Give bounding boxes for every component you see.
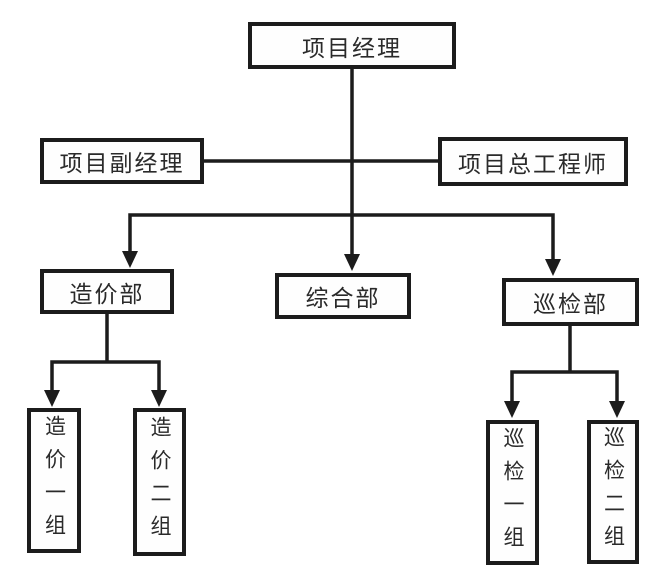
node-inspection-group-2: 巡检二组 [587, 420, 639, 564]
arrowhead-to-cost-dept [122, 251, 138, 268]
arrowhead-to-inspection-dept [545, 259, 561, 276]
node-cost-dept: 造价部 [40, 269, 174, 314]
node-general-dept: 综合部 [275, 273, 411, 319]
node-project-manager-label: 项目经理 [302, 34, 402, 61]
node-inspection-group-1: 巡检一组 [486, 420, 539, 565]
node-cost-dept-label: 造价部 [69, 280, 145, 307]
node-inspection-group-1-label: 巡检一组 [501, 426, 524, 559]
node-project-manager: 项目经理 [248, 22, 456, 69]
node-chief-engineer-label: 项目总工程师 [458, 150, 608, 177]
node-deputy-project-manager-label: 项目副经理 [59, 150, 185, 176]
arrowhead-to-cost-group-1 [44, 390, 60, 407]
node-cost-group-2-label: 造价二组 [148, 416, 171, 548]
arrowhead-to-inspection-group-2 [609, 401, 625, 418]
connector-dept-bracket [128, 213, 555, 260]
node-general-dept-label: 综合部 [305, 285, 381, 311]
arrowhead-to-general-dept [344, 254, 360, 271]
connector-cost-branch [50, 313, 161, 391]
node-chief-engineer: 项目总工程师 [438, 137, 628, 186]
node-cost-group-2: 造价二组 [133, 408, 186, 556]
node-cost-group-1: 造价一组 [27, 408, 81, 553]
node-deputy-project-manager: 项目副经理 [40, 138, 204, 184]
node-inspection-dept: 巡检部 [502, 278, 639, 326]
node-inspection-dept-label: 巡检部 [533, 291, 608, 317]
arrowhead-to-inspection-group-1 [504, 401, 520, 418]
arrowhead-to-cost-group-2 [151, 390, 167, 407]
node-cost-group-1-label: 造价一组 [42, 414, 66, 547]
node-inspection-group-2-label: 巡检二组 [601, 426, 625, 558]
connector-inspection-branch [510, 325, 619, 402]
